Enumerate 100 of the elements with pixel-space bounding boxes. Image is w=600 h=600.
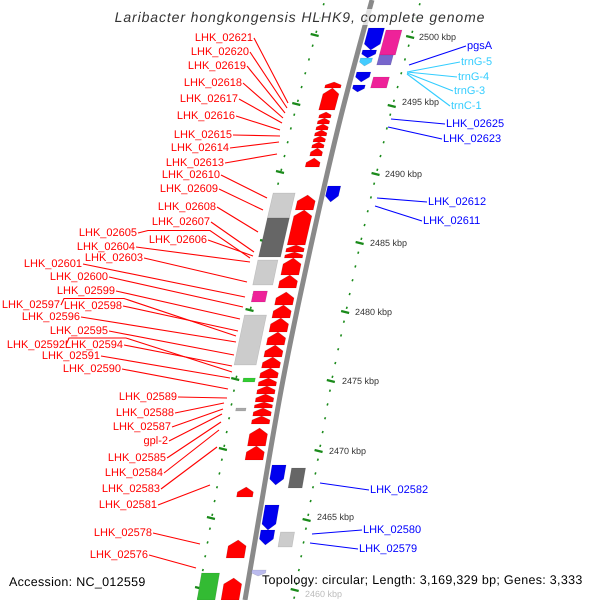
gene-label: LHK_02591 (42, 350, 100, 362)
leader-line (254, 38, 288, 104)
gene-label: pgsA (467, 40, 492, 52)
leader-line (218, 188, 264, 210)
gene-label: LHK_02580 (363, 524, 422, 536)
gene-label: LHK_02581 (98, 500, 157, 510)
leader-line (376, 197, 428, 203)
scale-label: 2470 kbp (329, 446, 366, 456)
gene-label: LHK_02582 (370, 484, 428, 496)
gene-label: LHK_02625 (446, 118, 504, 130)
gene-label: LHK_02616 (176, 110, 235, 122)
gene-label: LHK_02619 (188, 60, 246, 72)
leader-line (160, 446, 218, 490)
leader-line (236, 115, 280, 131)
gene-label: trnC-1 (451, 100, 482, 112)
leader-line (164, 430, 220, 474)
leader-line (116, 290, 240, 320)
gene-label: LHK_02588 (116, 408, 174, 418)
leader-line (60, 298, 236, 337)
gene-label: trnG-4 (458, 72, 490, 82)
gene-label: LHK_02620 (190, 46, 249, 58)
leader-line (374, 205, 422, 222)
gene-label: LHK_02598 (64, 300, 122, 312)
gene-label: LHK_02578 (94, 528, 152, 538)
gene-label: LHK_02589 (118, 392, 177, 402)
gene-label: LHK_02613 (166, 158, 224, 168)
genome-summary-text: Topology: circular; Length: 3,169,329 bp; Genes: 3,333 (262, 572, 583, 587)
leader-line (152, 532, 200, 545)
gene-label: LHK_02576 (90, 550, 148, 560)
leader-line (320, 482, 370, 491)
leader-line (144, 257, 248, 283)
scale-label: 2485 kbp (370, 238, 408, 248)
scale-label: 2500 kbp (419, 32, 456, 42)
gene-label: LHK_02610 (162, 170, 220, 180)
leader-line (238, 98, 282, 124)
leader-line (216, 206, 258, 232)
leader-line (168, 414, 222, 442)
gene-label: LHK_02621 (194, 32, 253, 44)
leader-line (148, 554, 196, 569)
leader-line (136, 246, 250, 263)
leader-line (246, 66, 286, 114)
gene-label: LHK_02609 (160, 184, 218, 194)
leader-line (158, 484, 210, 506)
leader-line (312, 529, 362, 535)
gene-label: LHK_02611 (423, 216, 480, 226)
gene-label: LHK_02583 (102, 484, 160, 494)
gene-label: trnG-3 (454, 86, 486, 96)
leader-line (250, 52, 288, 108)
leader-line (174, 402, 224, 414)
leader-line (406, 74, 450, 106)
leader-line (166, 422, 222, 458)
leader-line (124, 344, 232, 367)
gene-label: LHK_02601 (24, 258, 82, 270)
leader-line (408, 45, 466, 66)
leader-line (406, 72, 454, 92)
accession-text: Accession: NC_012559 (9, 574, 146, 589)
leader-line (122, 368, 228, 390)
gene-label: LHK_02594 (64, 340, 123, 350)
gene-label: LHK_02584 (104, 468, 163, 478)
gene-label: LHK_02606 (148, 234, 207, 246)
gene-label: LHK_02607 (152, 216, 210, 228)
gene-label: LHK_02590 (62, 364, 121, 374)
leader-line (108, 276, 244, 308)
leader-line (80, 316, 236, 343)
leader-line (210, 222, 254, 252)
leader-line (224, 153, 278, 164)
gene-label: LHK_02615 (174, 130, 232, 140)
leader-line (406, 61, 460, 73)
leader-line (406, 71, 458, 78)
gene-label: LHK_02579 (359, 544, 418, 554)
gene-label: LHK_02608 (158, 202, 216, 212)
gene-label: LHK_02604 (76, 242, 135, 252)
leader-line (178, 396, 228, 399)
leader-line (172, 408, 224, 428)
leader-line (208, 239, 254, 257)
gene-label: LHK_02597 (2, 300, 60, 310)
leader-line (82, 263, 246, 298)
gene-label: LHK_02592 (6, 340, 65, 350)
leader-line (390, 118, 446, 125)
gene-label: LHK_02585 (108, 452, 166, 464)
leader-line (66, 337, 232, 373)
gene-label: LHK_02618 (184, 78, 242, 88)
leader-line (232, 134, 280, 137)
leader-line (138, 230, 250, 258)
gene-label: LHK_02596 (22, 312, 80, 322)
leader-line (220, 174, 268, 198)
gene-label: gpl-2 (144, 436, 168, 446)
leader-line (388, 126, 442, 140)
scale-label: 2465 kbp (317, 512, 354, 522)
gene-label: LHK_02617 (180, 94, 238, 104)
scale-label: 2460 kbp (305, 588, 342, 599)
leader-line (100, 355, 230, 379)
gene-label: LHK_02595 (50, 326, 108, 336)
gene-label: LHK_02599 (56, 286, 115, 296)
gene-label: LHK_02605 (78, 228, 137, 238)
leader-line (230, 141, 280, 149)
gene-label: LHK_02600 (50, 272, 108, 282)
gene-label: LHK_02603 (84, 252, 143, 264)
gene-label: LHK_02612 (428, 196, 486, 208)
leader-line (310, 542, 358, 550)
